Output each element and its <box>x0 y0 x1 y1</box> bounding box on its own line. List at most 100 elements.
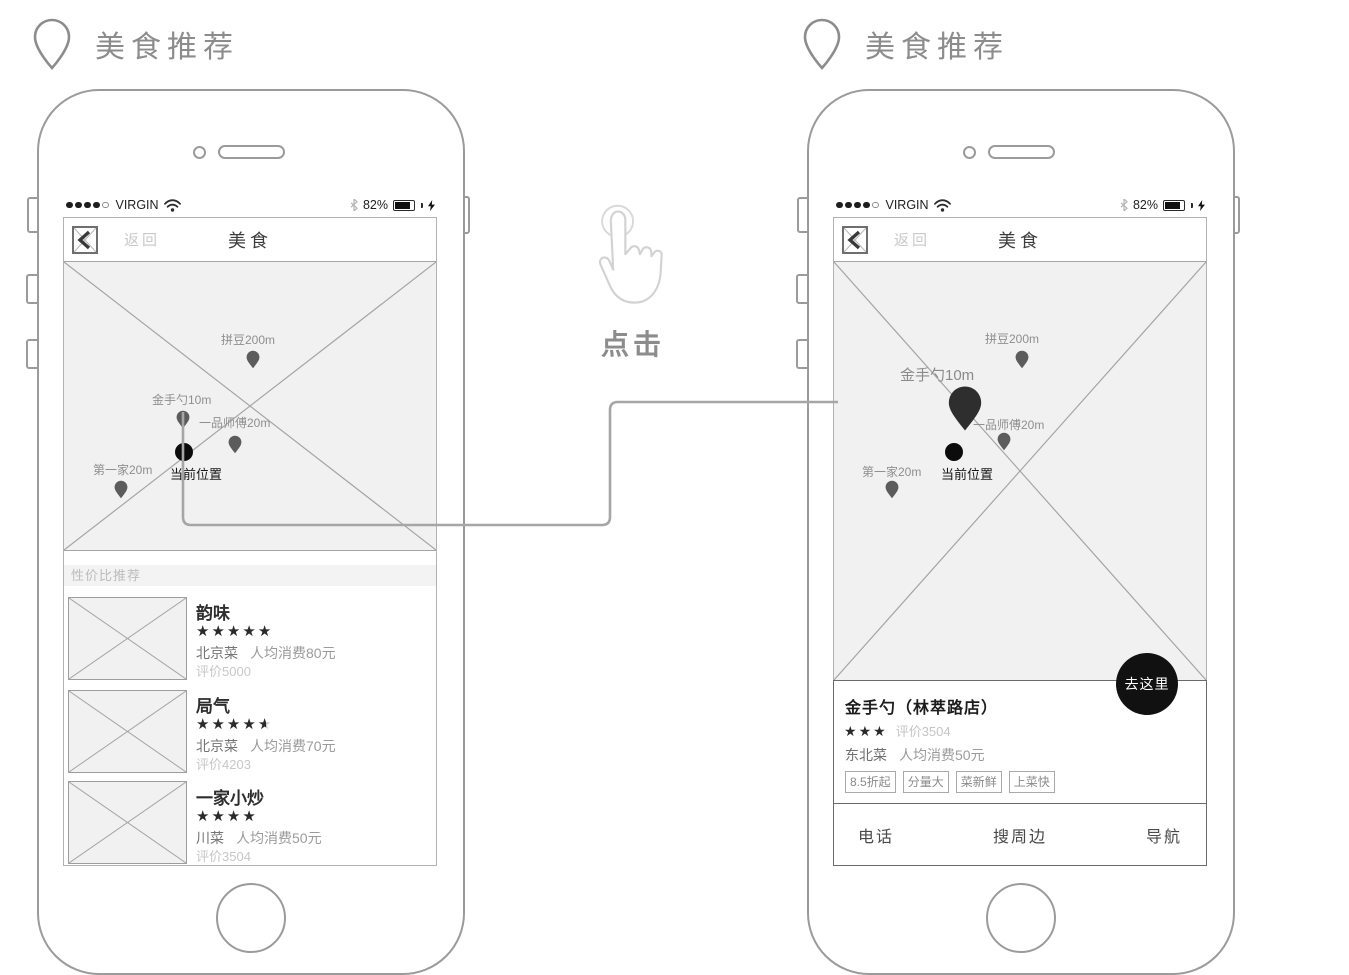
earpiece-speaker <box>988 145 1055 159</box>
price-label: 人均消费70元 <box>250 738 336 754</box>
price-label: 人均消费50元 <box>899 747 985 763</box>
map-pin-icon[interactable] <box>885 480 899 499</box>
star-icon: ★ <box>226 623 243 640</box>
back-label[interactable]: 返回 <box>124 232 161 249</box>
go-here-button[interactable]: 去这里 <box>1116 653 1178 715</box>
star-icon: ★ <box>211 716 227 733</box>
restaurant-meta: 川菜人均消费50元 <box>196 828 322 848</box>
star-icon: ★ <box>858 723 874 739</box>
back-button[interactable] <box>842 226 868 254</box>
wifi-icon <box>163 198 181 212</box>
location-pin-icon <box>33 18 71 70</box>
map-pin-label: 第一家20m <box>93 463 153 477</box>
map-pin-label: 拼豆200m <box>221 333 276 347</box>
status-bar: VIRGIN 82% <box>63 195 438 215</box>
page-title: 美食推荐 <box>95 30 239 65</box>
tag-badge: 8.5折起 <box>845 771 896 793</box>
map-placeholder: 拼豆200m 金手勺10m 一品师傅20m 第一家20m 当前位置 <box>64 261 436 551</box>
battery-percent-label: 82% <box>1132 198 1158 212</box>
star-icon: ★ <box>873 723 888 739</box>
star-icon: ★ <box>242 808 258 825</box>
battery-nub <box>1191 202 1193 208</box>
current-location-dot <box>945 443 963 461</box>
map-pin-icon[interactable] <box>228 435 242 454</box>
placeholder-cross-lines <box>64 262 436 550</box>
back-button[interactable] <box>72 226 98 254</box>
front-camera <box>963 146 976 159</box>
star-icon: ★ <box>242 716 258 733</box>
back-label[interactable]: 返回 <box>894 232 931 249</box>
price-label: 人均消费80元 <box>250 645 336 661</box>
map-pin-icon[interactable] <box>176 410 190 429</box>
rating-stars: ★★★★★★ <box>196 715 273 733</box>
battery-icon <box>1163 199 1185 211</box>
tag-badge: 分量大 <box>902 771 949 793</box>
rating-stars: ★★★★ <box>196 807 258 825</box>
location-pin-icon <box>803 18 841 70</box>
charging-bolt-icon <box>1198 199 1205 211</box>
map-pin-icon[interactable] <box>114 480 128 499</box>
star-icon: ★ <box>226 808 243 825</box>
map-pin-icon[interactable] <box>997 432 1011 451</box>
map-pin-icon[interactable] <box>246 350 260 369</box>
tag-badge: 上菜快 <box>1008 771 1055 793</box>
restaurant-name: 金手勺（林萃路店） <box>845 700 999 717</box>
star-icon: ★ <box>844 723 859 739</box>
map-pin-label: 一品师傅20m <box>973 418 1045 432</box>
carrier-label: VIRGIN <box>885 198 929 212</box>
star-icon: ★ <box>196 623 212 640</box>
map-pin-label: 拼豆200m <box>985 332 1040 346</box>
current-location-label: 当前位置 <box>170 467 223 482</box>
star-half-icon: ★★ <box>257 716 274 733</box>
nav-title: 美食 <box>998 231 1042 251</box>
battery-percent-label: 82% <box>362 198 388 212</box>
front-camera <box>193 146 206 159</box>
map-pin-icon[interactable] <box>1015 350 1029 369</box>
star-icon: ★ <box>226 716 243 733</box>
earpiece-speaker <box>218 145 285 159</box>
navigate-button[interactable]: 导航 <box>1145 828 1182 846</box>
current-location-label: 当前位置 <box>941 467 994 482</box>
star-icon: ★ <box>211 623 227 640</box>
home-button[interactable] <box>986 883 1056 953</box>
signal-strength-icon <box>836 201 879 209</box>
nav-bar: 返回 美食 <box>64 218 436 261</box>
cuisine-label: 北京菜 <box>196 645 238 661</box>
carrier-label: VIRGIN <box>115 198 159 212</box>
reviews-label: 评价3504 <box>196 849 251 864</box>
tag-list: 8.5折起 分量大 菜新鲜 上菜快 <box>845 771 1055 793</box>
star-icon: ★ <box>196 716 212 733</box>
home-button[interactable] <box>216 883 286 953</box>
header-left: 美食推荐 <box>33 18 239 70</box>
tag-badge: 菜新鲜 <box>955 771 1002 793</box>
map-pin-icon-selected[interactable] <box>947 385 983 432</box>
call-button[interactable]: 电话 <box>858 828 895 846</box>
reviews-label: 评价4203 <box>196 757 251 772</box>
battery-nub <box>421 202 423 208</box>
image-placeholder <box>68 781 187 864</box>
screen: 返回 美食 拼豆200m 金手勺10m 一品师傅20m <box>63 217 437 866</box>
bluetooth-icon <box>350 199 358 211</box>
star-icon: ★ <box>211 808 227 825</box>
wifi-icon <box>933 198 951 212</box>
star-icon: ★ <box>257 623 274 640</box>
image-placeholder <box>68 690 187 773</box>
current-location-dot <box>175 443 193 461</box>
restaurant-name: 一家小炒 <box>196 789 264 808</box>
card-action-bar: 电话 搜周边 导航 <box>834 803 1206 865</box>
search-nearby-button[interactable]: 搜周边 <box>992 828 1047 846</box>
phone-right: VIRGIN 82% <box>807 89 1235 975</box>
phone-left: VIRGIN 82% <box>37 89 465 975</box>
screen: 返回 美食 拼豆200m 金手勺10m 一品师傅20m <box>833 217 1207 866</box>
page-title: 美食推荐 <box>865 30 1009 65</box>
restaurant-meta: 北京菜人均消费80元 <box>196 643 336 663</box>
restaurant-name: 韵味 <box>196 604 230 623</box>
price-label: 人均消费50元 <box>236 830 322 846</box>
map-pin-label: 第一家20m <box>862 465 922 479</box>
map-pin-label: 金手勺10m <box>152 393 212 407</box>
map-pin-label: 一品师傅20m <box>199 416 271 430</box>
star-icon: ★ <box>242 623 258 640</box>
cuisine-label: 东北菜 <box>845 747 887 763</box>
tap-hand-icon <box>598 204 663 304</box>
